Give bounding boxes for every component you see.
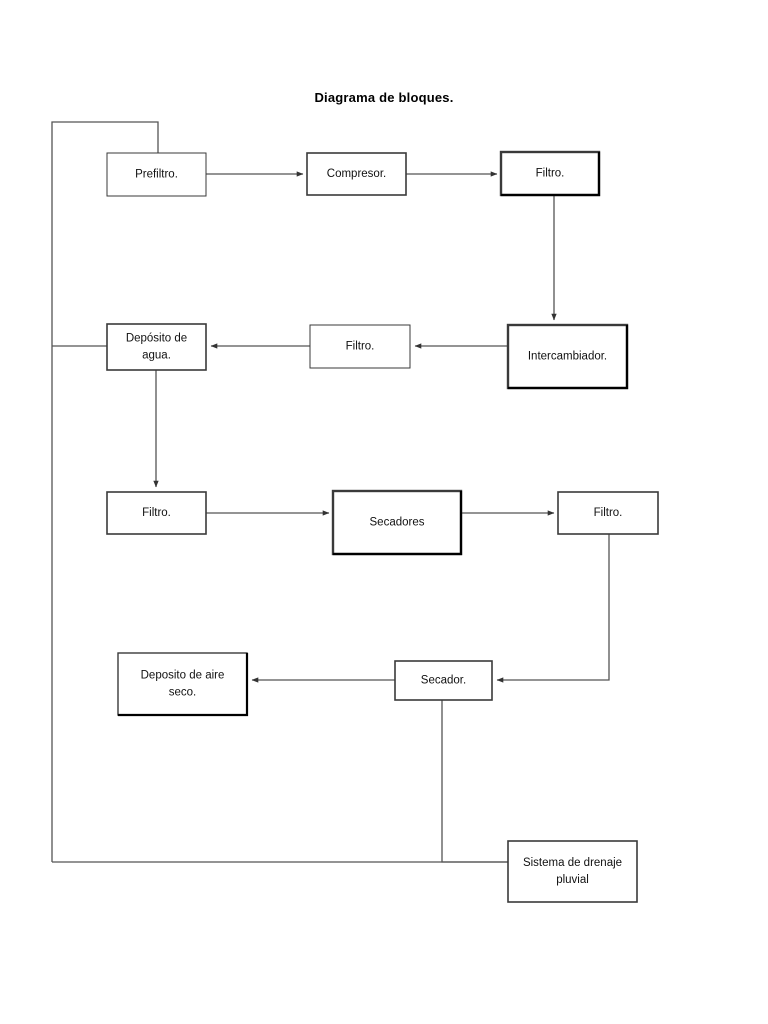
block-label-deposito-agua: Depósito de: [126, 333, 187, 345]
block-outline-filtro-3: [106, 491, 207, 535]
block-shadow-edge-filtro-1: [501, 152, 601, 197]
block-shadow-edge-deposito-aire-seco: [118, 653, 249, 717]
block-label-secador: Secador.: [421, 675, 466, 687]
block-outline-filtro-4: [557, 491, 659, 535]
block-deposito-agua[interactable]: Depósito de agua.: [106, 323, 207, 371]
block-outline-intercambiador: [506, 323, 629, 390]
connectors-layer: [51, 121, 610, 863]
block-label-deposito-aire-seco: seco.: [169, 687, 197, 699]
block-outline-secador: [394, 660, 493, 701]
block-secador[interactable]: Secador.: [394, 660, 493, 701]
block-shadow-edge-secadores: [333, 491, 463, 556]
block-label-filtro-3: Filtro.: [142, 507, 171, 519]
block-compresor[interactable]: Compresor.: [306, 152, 407, 196]
block-label-filtro-4: Filtro.: [594, 507, 623, 519]
block-outline-deposito-agua: [106, 323, 207, 371]
block-outline-filtro-2: [309, 324, 411, 369]
block-outline-sistema-drenaje: [507, 840, 638, 903]
block-label-filtro-2: Filtro.: [346, 341, 375, 353]
block-sistema-drenaje[interactable]: Sistema de drenaje pluvial: [507, 840, 638, 903]
block-label-filtro-1: Filtro.: [536, 168, 565, 180]
page-title: Diagrama de bloques.: [314, 90, 454, 105]
blocks-layer: Prefiltro. Compresor. Filtro. Intercambiado…: [106, 150, 659, 903]
block-filtro-4[interactable]: Filtro.: [557, 491, 659, 535]
block-outline-prefiltro: [106, 152, 207, 197]
block-filtro-1[interactable]: Filtro.: [499, 150, 601, 197]
connector-drenaje-recycle-to-prefiltro: [51, 121, 159, 862]
block-label-sistema-drenaje: Sistema de drenaje: [523, 857, 622, 869]
block-label-deposito-aire-seco: Deposito de aire: [141, 670, 225, 682]
block-filtro-3[interactable]: Filtro.: [106, 491, 207, 535]
block-outline-compresor: [306, 152, 407, 196]
block-label-prefiltro: Prefiltro.: [135, 169, 178, 181]
block-prefiltro[interactable]: Prefiltro.: [106, 152, 207, 197]
block-label-compresor: Compresor.: [327, 168, 386, 180]
block-deposito-aire-seco[interactable]: Deposito de aire seco.: [117, 652, 249, 717]
connector-secador-to-drenaje: [441, 700, 508, 863]
block-label-sistema-drenaje: pluvial: [556, 874, 589, 886]
block-shadow-edge-intercambiador: [508, 325, 629, 390]
block-label-intercambiador: Intercambiador.: [528, 351, 607, 363]
block-filtro-2[interactable]: Filtro.: [309, 324, 411, 369]
connector-filtro4-to-secador: [496, 534, 610, 683]
block-outline-deposito-aire-seco: [117, 652, 248, 716]
block-label-secadores: Secadores: [370, 517, 425, 529]
block-intercambiador[interactable]: Intercambiador.: [506, 323, 629, 390]
block-label-deposito-agua: agua.: [142, 350, 171, 362]
block-outline-filtro-1: [499, 150, 601, 197]
block-outline-secadores: [331, 489, 463, 556]
block-secadores[interactable]: Secadores: [331, 489, 463, 556]
